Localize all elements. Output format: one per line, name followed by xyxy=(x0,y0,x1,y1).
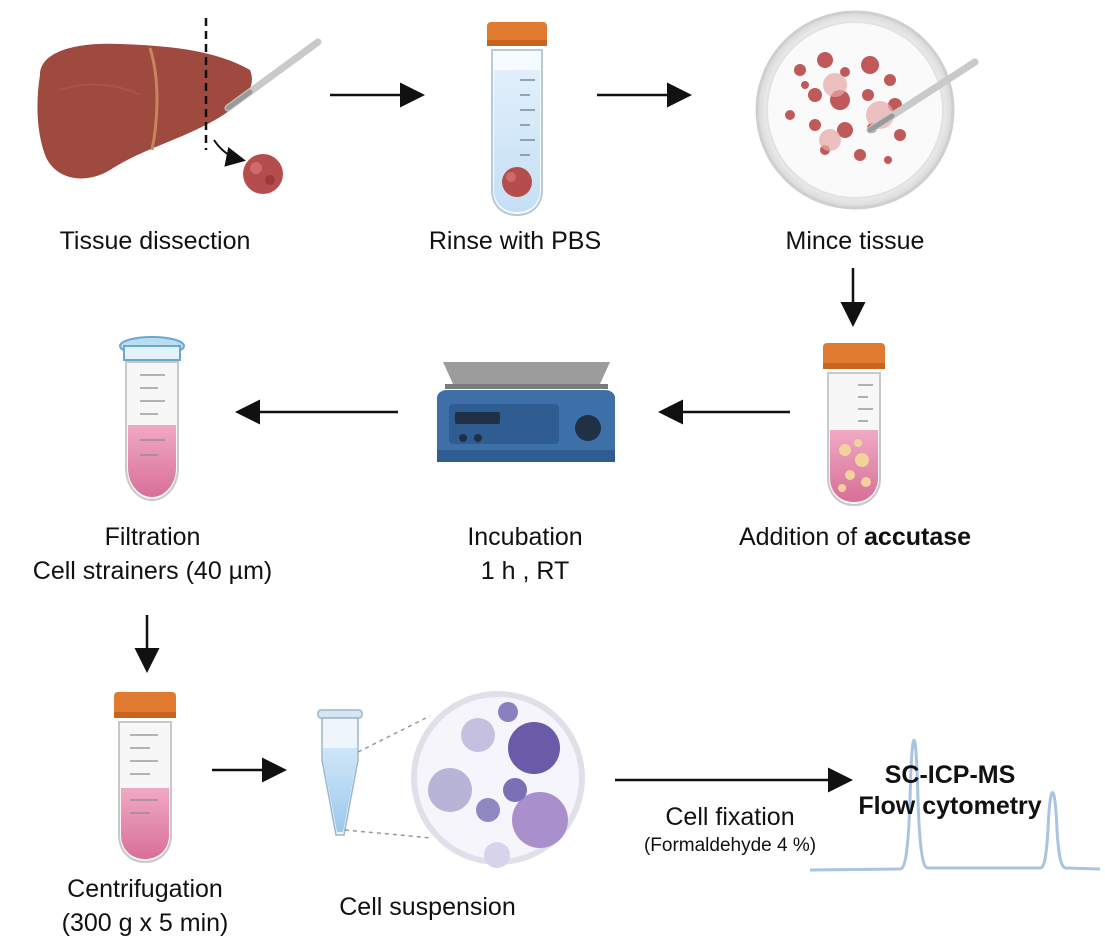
tissue-piece-icon xyxy=(243,154,283,194)
centrifugation-text: Centrifugation xyxy=(67,875,223,903)
label-centrifugation: Centrifugation (300 g x 5 min) xyxy=(25,872,265,940)
label-filtration: Filtration Cell strainers (40 µm) xyxy=(15,520,290,588)
filtration-detail-text: Cell strainers (40 µm) xyxy=(32,557,273,585)
output-method-2: Flow cytometry xyxy=(858,792,1042,820)
addition-reagent-text: accutase xyxy=(864,523,972,551)
cell-fixation-detail-text: (Formaldehyde 4 %) xyxy=(643,835,817,856)
signal-trace-icon xyxy=(809,738,1101,872)
liver-icon xyxy=(37,43,252,179)
label-mince: Mince tissue xyxy=(740,224,970,258)
mince-text: Mince tissue xyxy=(785,227,925,255)
centrifugation-detail-text: (300 g x 5 min) xyxy=(61,909,229,937)
tissue-dissection-text: Tissue dissection xyxy=(59,227,251,255)
incubation-text: Incubation xyxy=(467,523,583,551)
label-addition: Addition of accutase xyxy=(705,520,1005,554)
rinse-text: Rinse with PBS xyxy=(428,227,602,255)
addition-prefix-text: Addition of xyxy=(738,523,858,551)
label-rinse: Rinse with PBS xyxy=(385,224,645,258)
scalpel-icon xyxy=(224,38,322,112)
centrifuge-tube-icon xyxy=(114,692,176,864)
cut-arrow xyxy=(213,139,246,167)
pbs-tube-icon xyxy=(487,22,547,217)
cell-fixation-text: Cell fixation xyxy=(665,803,795,831)
label-outputs: SC-ICP-MS Flow cytometry xyxy=(820,760,1080,822)
label-cell-suspension: Cell suspension xyxy=(310,890,545,924)
cell-suspension-text: Cell suspension xyxy=(339,893,516,921)
petri-dish-icon xyxy=(755,10,979,210)
filtration-text: Filtration xyxy=(104,523,201,551)
eppendorf-tube-icon xyxy=(317,709,363,836)
zoom-lines xyxy=(344,715,433,839)
accutase-tube-icon xyxy=(823,343,885,507)
label-cell-fixation: Cell fixation (Formaldehyde 4 %) xyxy=(605,800,855,858)
incubation-detail-text: 1 h , RT xyxy=(480,557,570,585)
label-incubation: Incubation 1 h , RT xyxy=(420,520,630,588)
strainer-tube-icon xyxy=(119,336,185,502)
incubator-icon xyxy=(437,362,615,462)
output-method-1: SC-ICP-MS xyxy=(884,761,1016,789)
cell-zoom-icon xyxy=(411,691,585,868)
label-tissue-dissection: Tissue dissection xyxy=(30,224,280,258)
